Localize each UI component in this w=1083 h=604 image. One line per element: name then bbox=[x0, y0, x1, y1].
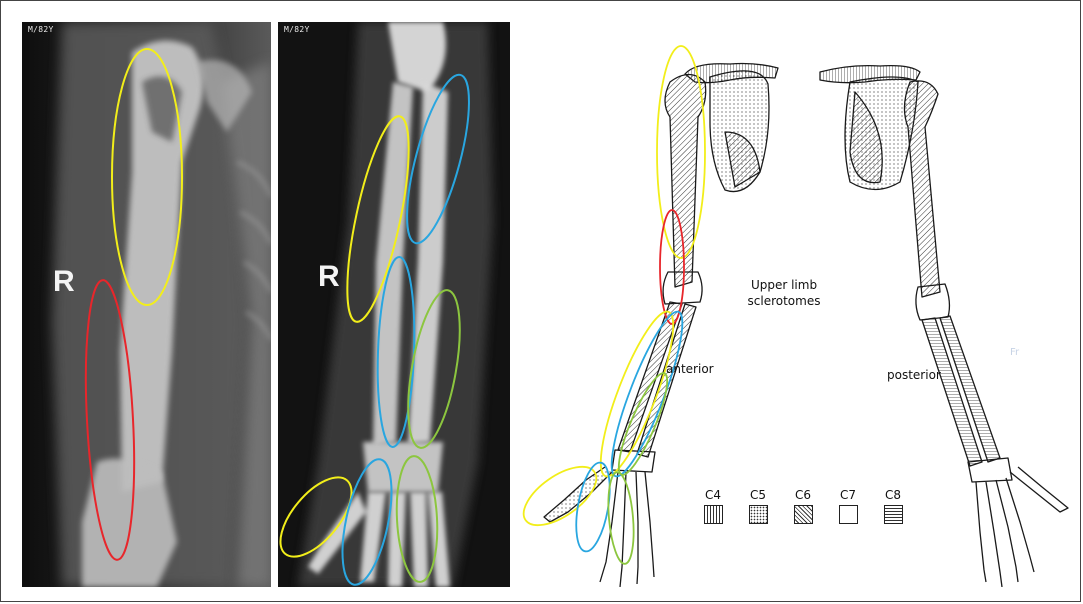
xray-forearm: M/82Y R bbox=[278, 22, 510, 587]
posterior-label: posterior bbox=[887, 368, 941, 382]
xray-upper-arm: M/82Y R bbox=[22, 22, 271, 587]
legend-item-c7: C7 bbox=[833, 488, 863, 524]
patient-id-label: M/82Y bbox=[28, 25, 54, 34]
legend-label: C7 bbox=[840, 488, 856, 502]
legend-label: C4 bbox=[705, 488, 721, 502]
horizontal-lines-swatch bbox=[884, 505, 903, 524]
sclerotome-diagram: Upper limb sclerotomes anterior posterio… bbox=[520, 22, 1075, 587]
legend-item-c4: C4 bbox=[698, 488, 728, 524]
anterior-label: anterior bbox=[666, 362, 714, 376]
legend-label: C6 bbox=[795, 488, 811, 502]
xray-upper-arm-image bbox=[22, 22, 271, 587]
annotation-ellipse-green bbox=[605, 471, 637, 565]
vertical-lines-swatch bbox=[704, 505, 723, 524]
plain-swatch bbox=[839, 505, 858, 524]
legend-item-c5: C5 bbox=[743, 488, 773, 524]
xray-forearm-image bbox=[278, 22, 510, 587]
sclerotome-legend: C4 C5 C6 C7 C8 bbox=[698, 488, 908, 524]
diagonal-lines-swatch bbox=[794, 505, 813, 524]
legend-item-c8: C8 bbox=[878, 488, 908, 524]
legend-item-c6: C6 bbox=[788, 488, 818, 524]
dots-swatch bbox=[749, 505, 768, 524]
side-marker-right: R bbox=[53, 265, 75, 299]
diagram-title: Upper limb sclerotomes bbox=[734, 277, 834, 309]
faint-overlay-text: Fr bbox=[1010, 347, 1019, 358]
legend-label: C5 bbox=[750, 488, 766, 502]
patient-id-label: M/82Y bbox=[284, 25, 310, 34]
side-marker-right: R bbox=[318, 260, 340, 294]
legend-label: C8 bbox=[885, 488, 901, 502]
